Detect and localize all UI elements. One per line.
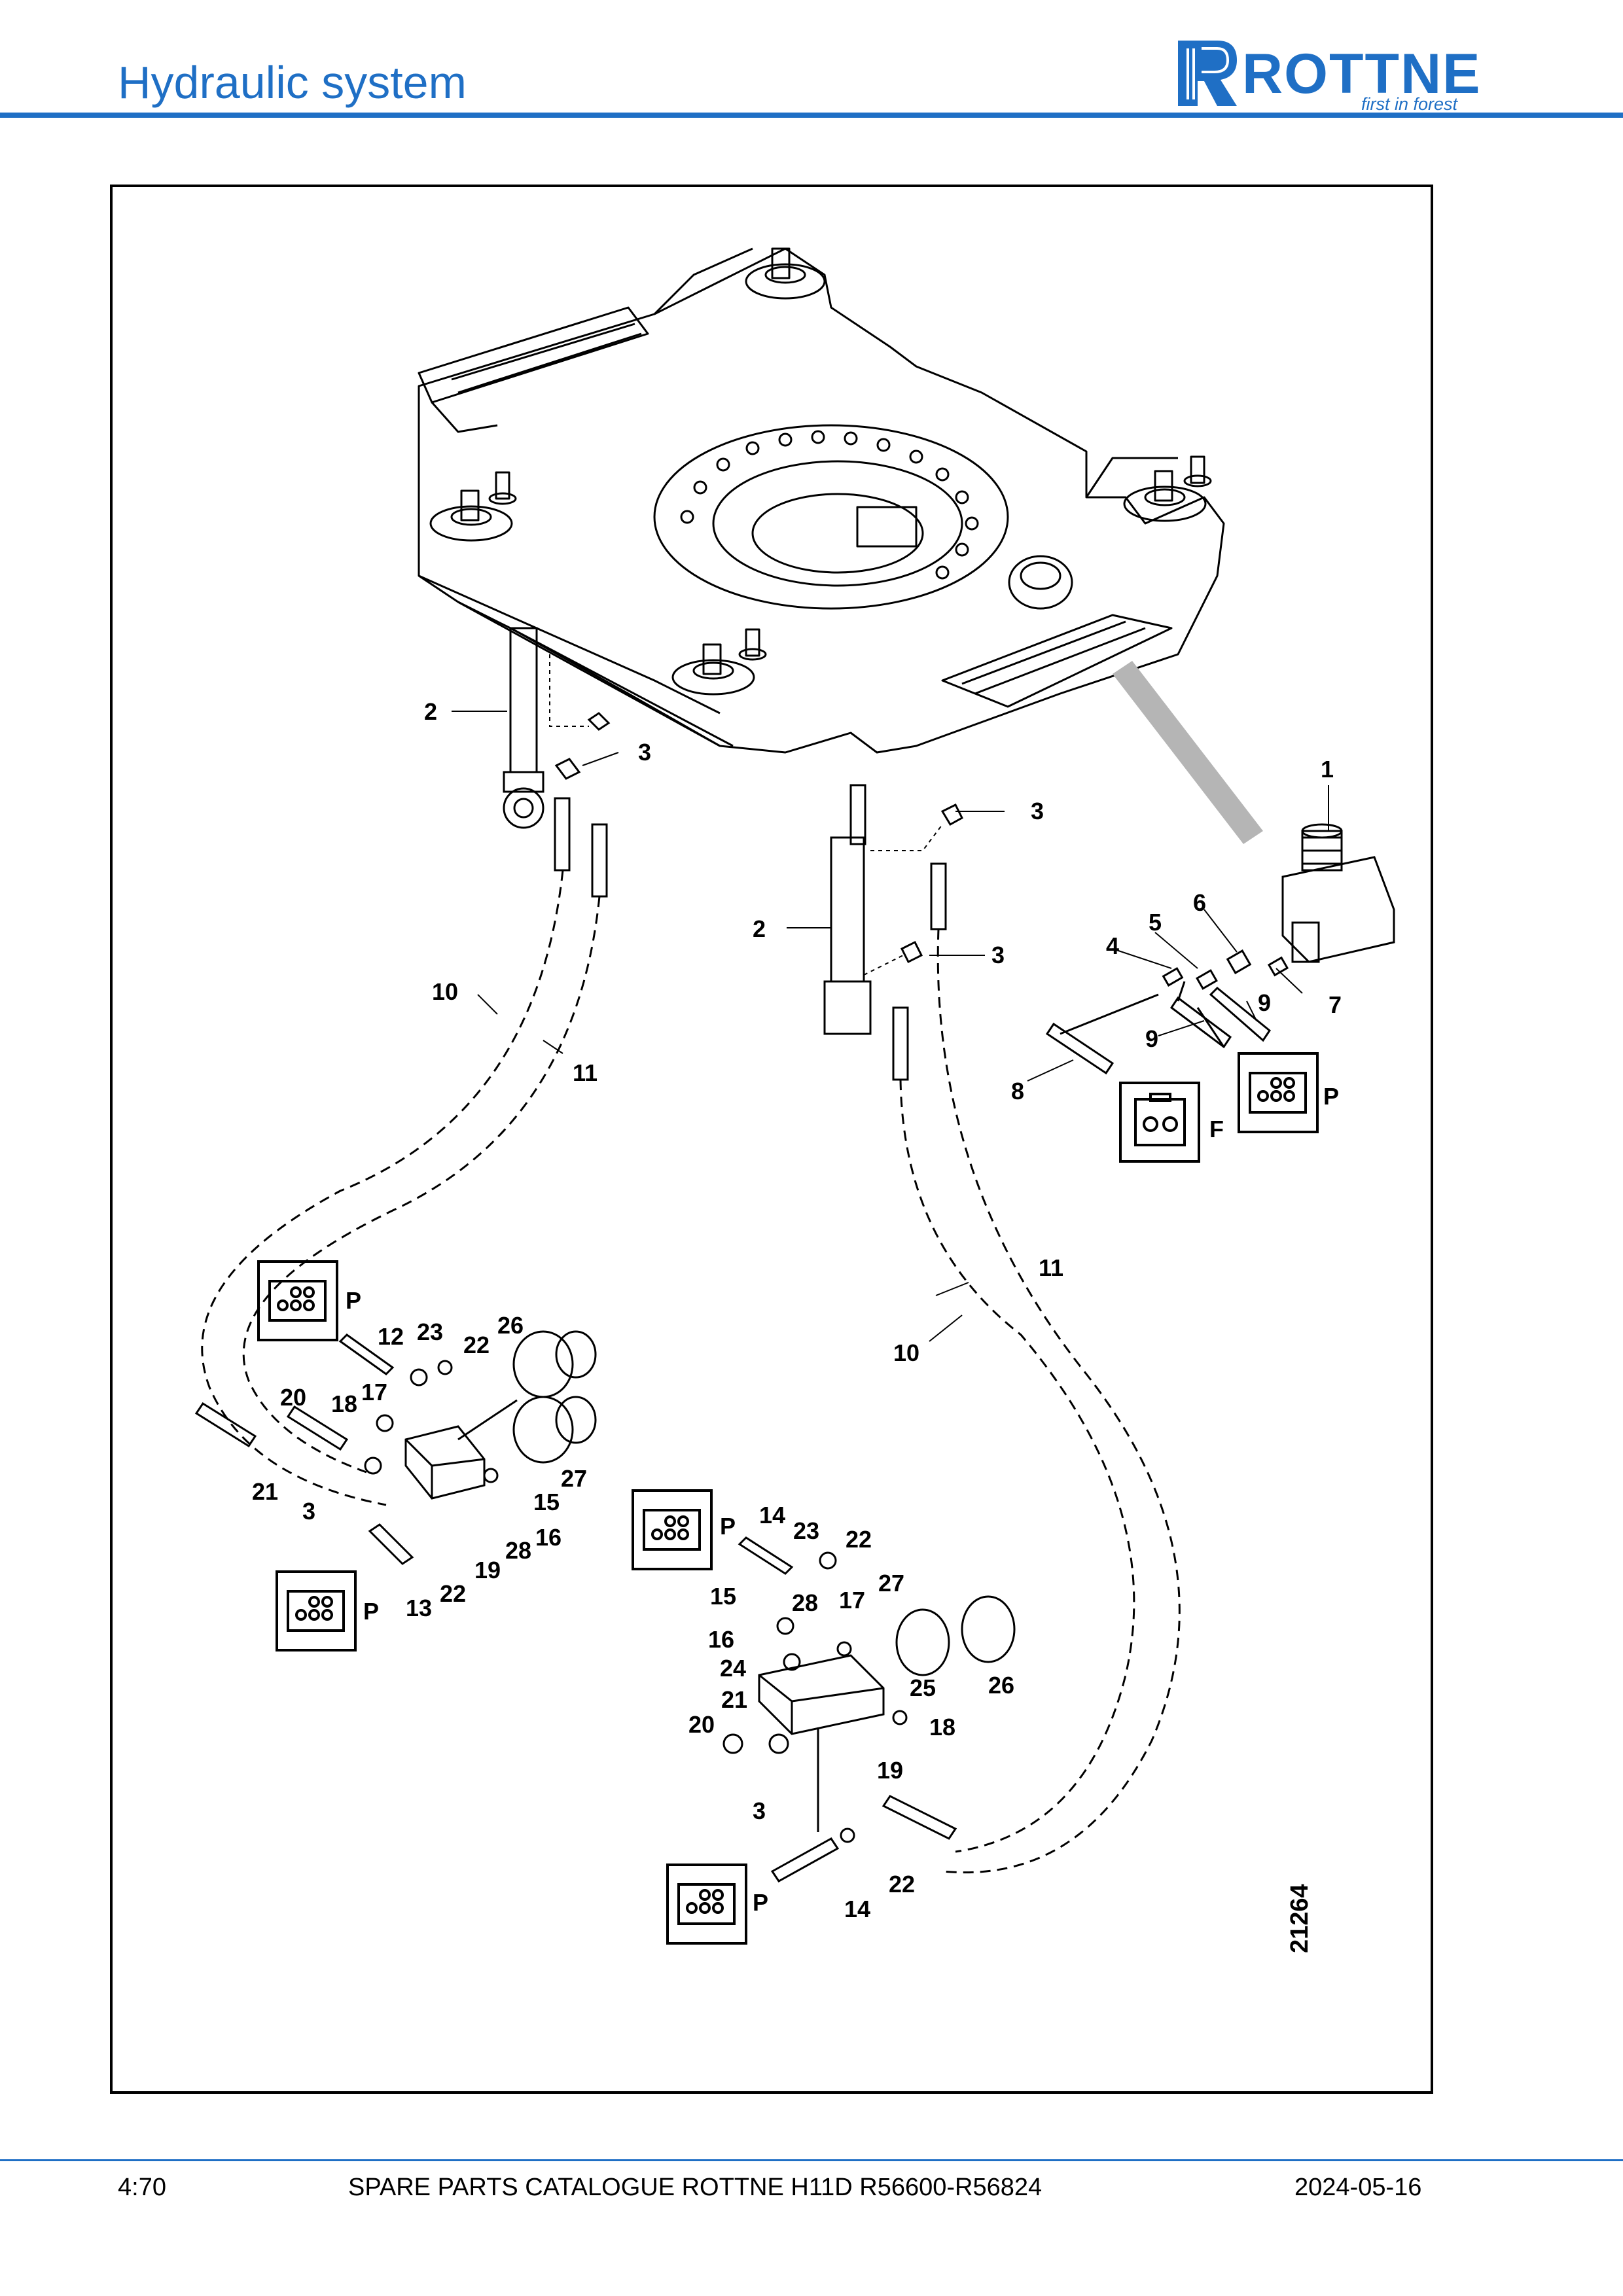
catalogue-date: 2024-05-16 bbox=[1294, 2174, 1422, 2201]
label-26-a: 26 bbox=[497, 1312, 524, 1339]
label-12: 12 bbox=[378, 1323, 404, 1350]
label-19-a: 19 bbox=[474, 1557, 501, 1583]
valve-block-left bbox=[194, 1330, 597, 1565]
catalogue-title: SPARE PARTS CATALOGUE ROTTNE H11D R56600… bbox=[348, 2174, 1043, 2201]
mount-pad-top bbox=[745, 263, 826, 300]
label-11-left: 11 bbox=[573, 1059, 597, 1086]
label-19-b: 19 bbox=[877, 1757, 903, 1784]
rottne-r-emblem-icon bbox=[1178, 41, 1237, 106]
label-8: 8 bbox=[1011, 1078, 1024, 1104]
valve-block-right bbox=[722, 1536, 1016, 1882]
label-26-b: 26 bbox=[988, 1672, 1014, 1699]
label-4: 4 bbox=[1106, 932, 1119, 959]
label-22-b: 22 bbox=[440, 1580, 466, 1607]
label-28-a: 28 bbox=[505, 1537, 531, 1564]
hose-11-right bbox=[899, 1079, 1135, 1853]
exploded-view-frame bbox=[110, 185, 1433, 2094]
label-3-c: 3 bbox=[991, 942, 1005, 968]
connector-f-box bbox=[1119, 1082, 1200, 1163]
label-5: 5 bbox=[1149, 909, 1162, 936]
mount-pad-left bbox=[429, 505, 513, 542]
mount-pad-right bbox=[1123, 486, 1207, 522]
label-15-a: 15 bbox=[533, 1489, 560, 1515]
frame-slew-motor bbox=[1008, 555, 1073, 610]
mount-pad-front bbox=[671, 659, 755, 696]
label-2-left: 2 bbox=[424, 698, 437, 725]
label-16-b: 16 bbox=[708, 1626, 734, 1653]
label-10-left: 10 bbox=[432, 978, 458, 1005]
label-16-a: 16 bbox=[535, 1524, 562, 1551]
step-plate-right bbox=[941, 614, 1173, 708]
label-18-a: 18 bbox=[331, 1390, 357, 1417]
page-title: Hydraulic system bbox=[118, 57, 467, 108]
label-21-b: 21 bbox=[721, 1686, 747, 1713]
label-27-b: 27 bbox=[878, 1570, 904, 1597]
label-9-b: 9 bbox=[1258, 989, 1271, 1016]
connector-letter-p-motor: P bbox=[1323, 1083, 1339, 1110]
logo-wordmark: ROTTNE bbox=[1242, 43, 1482, 105]
crane-base-frame bbox=[418, 247, 1225, 754]
label-17-a: 17 bbox=[361, 1379, 387, 1405]
label-23-b: 23 bbox=[793, 1517, 819, 1544]
figure-number: 21264 bbox=[1286, 1884, 1313, 1953]
slewing-ring-inner bbox=[712, 460, 963, 587]
label-3-a: 3 bbox=[638, 739, 651, 766]
connector-p-box-bottom bbox=[666, 1863, 747, 1945]
label-2-right: 2 bbox=[753, 915, 766, 942]
label-22-d: 22 bbox=[889, 1871, 915, 1898]
connector-letter-p-left-top: P bbox=[346, 1287, 361, 1314]
header-divider bbox=[0, 113, 1623, 118]
page-number: 4:70 bbox=[118, 2174, 166, 2201]
label-11-right: 11 bbox=[1039, 1254, 1063, 1281]
label-22-a: 22 bbox=[463, 1332, 490, 1358]
label-7: 7 bbox=[1329, 991, 1342, 1018]
label-28-b: 28 bbox=[792, 1589, 818, 1616]
label-10-right: 10 bbox=[893, 1339, 919, 1366]
label-14-a: 14 bbox=[759, 1502, 785, 1528]
label-15-b: 15 bbox=[710, 1583, 736, 1610]
label-20-a: 20 bbox=[280, 1384, 306, 1411]
label-14-b: 14 bbox=[844, 1896, 870, 1922]
cylinder-right bbox=[830, 836, 865, 983]
footer-divider bbox=[0, 2159, 1623, 2161]
slew-motor-detail bbox=[1281, 823, 1395, 963]
connector-p-box-left-bottom bbox=[276, 1570, 357, 1651]
label-21-a: 21 bbox=[252, 1478, 278, 1505]
hose-10-right bbox=[936, 928, 1181, 1874]
label-3-d: 3 bbox=[302, 1498, 315, 1525]
connector-letter-p-mid: P bbox=[720, 1513, 736, 1540]
label-9-a: 9 bbox=[1145, 1025, 1158, 1052]
label-24: 24 bbox=[720, 1655, 746, 1682]
label-3-b: 3 bbox=[1031, 798, 1044, 824]
hose-10-left bbox=[201, 870, 564, 1506]
label-6: 6 bbox=[1193, 889, 1206, 916]
connector-p-box-left-top bbox=[257, 1260, 338, 1341]
slewing-ring-outer bbox=[653, 424, 1009, 610]
label-20-b: 20 bbox=[688, 1711, 715, 1738]
label-22-c: 22 bbox=[846, 1526, 872, 1553]
label-17-b: 17 bbox=[839, 1587, 865, 1614]
cylinder-left bbox=[509, 627, 538, 773]
connector-letter-f: F bbox=[1209, 1116, 1224, 1142]
rottne-logo: ROTTNE first in forest bbox=[1171, 34, 1525, 114]
label-1: 1 bbox=[1321, 756, 1334, 783]
label-3-e: 3 bbox=[753, 1797, 766, 1824]
label-23-a: 23 bbox=[417, 1318, 443, 1345]
label-27-a: 27 bbox=[561, 1465, 587, 1492]
connector-letter-p-bottom: P bbox=[753, 1889, 768, 1916]
connector-p-box-motor bbox=[1238, 1052, 1319, 1133]
step-plate-left bbox=[418, 306, 649, 404]
label-13: 13 bbox=[406, 1595, 432, 1621]
label-25: 25 bbox=[910, 1674, 936, 1701]
hose-11-left bbox=[242, 896, 601, 1474]
connector-letter-p-left-bottom: P bbox=[363, 1598, 379, 1625]
label-18-b: 18 bbox=[929, 1714, 955, 1740]
logo-tagline: first in forest bbox=[1361, 94, 1458, 114]
connector-p-box-mid bbox=[632, 1489, 713, 1570]
